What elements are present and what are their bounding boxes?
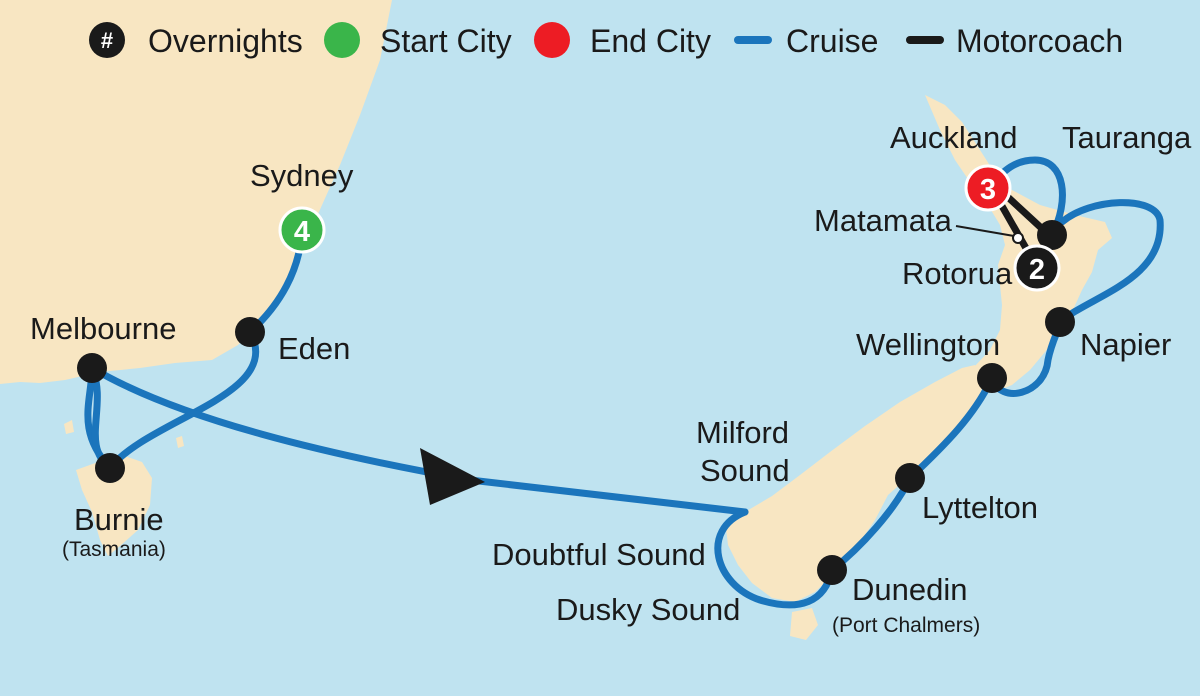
label-rotorua: Rotorua	[902, 256, 1013, 291]
legend: # Overnights Start City End City Cruise …	[89, 22, 1123, 59]
label-lyttelton: Lyttelton	[922, 490, 1038, 525]
start-city-icon	[324, 22, 360, 58]
stop-marker-matamata	[1012, 232, 1024, 244]
end-city-badge	[964, 164, 1012, 212]
overnight-count: 4	[294, 216, 310, 248]
label-milford-line1: Milford	[696, 415, 789, 450]
island	[64, 420, 74, 434]
label-eden: Eden	[278, 331, 350, 366]
label-sydney: Sydney	[250, 158, 354, 193]
label-melbourne: Melbourne	[30, 311, 176, 346]
legend-motorcoach-label: Motorcoach	[956, 23, 1123, 59]
end-city-icon	[534, 22, 570, 58]
legend-overnights: # Overnights	[89, 22, 303, 59]
route-napier-tauranga	[1056, 199, 1164, 326]
legend-cruise-label: Cruise	[786, 23, 878, 59]
overnights-symbol: #	[101, 28, 113, 53]
stop-marker-melbourne	[77, 353, 107, 383]
badge-rotorua: 2	[1013, 244, 1061, 292]
route-eden-burnie	[106, 328, 260, 472]
label-wellington: Wellington	[856, 327, 1000, 362]
legend-start-city: Start City	[324, 22, 512, 59]
stop-marker-wellington	[977, 363, 1007, 393]
legend-end-label: End City	[590, 23, 711, 59]
legend-cruise: Cruise	[734, 23, 878, 59]
label-milford-line2: Sound	[700, 453, 790, 488]
overnights-icon	[89, 22, 125, 58]
legend-start-label: Start City	[380, 23, 512, 59]
label-dunedin: Dunedin	[852, 572, 967, 607]
australia-landmass	[0, 0, 392, 384]
south-island-landmass	[726, 365, 985, 602]
label-napier: Napier	[1080, 327, 1171, 362]
stewart-island-landmass	[790, 608, 818, 640]
overnight-badge	[1013, 244, 1061, 292]
stop-marker-tauranga	[1037, 220, 1067, 250]
stop-markers	[77, 220, 1075, 585]
stop-marker-lyttelton	[895, 463, 925, 493]
start-city-badge	[278, 206, 326, 254]
direction-arrow-icon	[420, 448, 485, 505]
badge-auckland: 3	[964, 164, 1012, 212]
label-tauranga: Tauranga	[1062, 120, 1192, 155]
matamata-leader-line	[955, 225, 1015, 237]
label-burnie: Burnie	[74, 502, 164, 537]
tasmania-landmass	[76, 456, 152, 556]
legend-overnights-label: Overnights	[148, 23, 303, 59]
island	[176, 436, 184, 448]
stop-marker-dunedin	[817, 555, 847, 585]
legend-end-city: End City	[534, 22, 711, 59]
legend-motorcoach: Motorcoach	[906, 23, 1123, 59]
label-dusky-sound: Dusky Sound	[556, 592, 740, 627]
stop-marker-eden	[235, 317, 265, 347]
label-dunedin-note: (Port Chalmers)	[832, 614, 980, 637]
route-tauranga-auckland	[986, 156, 1066, 239]
stop-marker-napier	[1045, 307, 1075, 337]
label-doubtful-sound: Doubtful Sound	[492, 537, 706, 572]
stop-marker-burnie	[95, 453, 125, 483]
overnight-count: 2	[1029, 254, 1045, 286]
badge-sydney: 4	[278, 206, 326, 254]
label-matamata: Matamata	[814, 203, 953, 238]
overnight-count: 3	[980, 174, 996, 206]
label-auckland: Auckland	[890, 120, 1018, 155]
label-burnie-note: (Tasmania)	[62, 538, 166, 561]
route-fiordland	[714, 508, 836, 609]
